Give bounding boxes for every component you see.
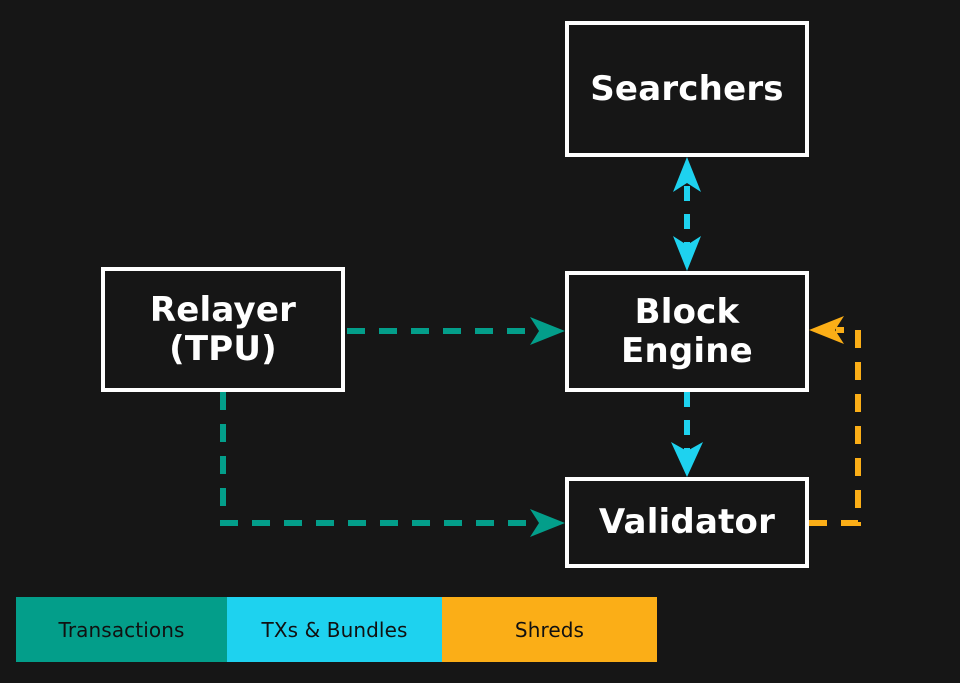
node-searchers-label: Searchers xyxy=(590,68,784,109)
node-validator[interactable]: Validator xyxy=(565,477,809,568)
edge-shaft xyxy=(809,327,861,526)
node-searchers[interactable]: Searchers xyxy=(565,21,809,157)
node-relayer[interactable]: Relayer (TPU) xyxy=(101,267,345,392)
edge-relayer-validator xyxy=(220,392,565,537)
arrowhead-down-icon xyxy=(673,236,701,271)
legend-item-shreds: Shreds xyxy=(442,597,657,662)
arrowhead-left-icon xyxy=(809,316,844,344)
edge-relayer-block-engine xyxy=(347,317,565,345)
edge-block-engine-validator xyxy=(671,392,703,477)
arrowhead-down-icon xyxy=(671,442,703,477)
legend-item-shreds-label: Shreds xyxy=(514,617,585,642)
node-validator-label: Validator xyxy=(598,502,776,543)
legend-item-transactions: Transactions xyxy=(16,597,227,662)
node-relayer-label: Relayer (TPU) xyxy=(149,290,297,369)
legend-item-txs-bundles-label: TXs & Bundles xyxy=(261,617,408,642)
legend-item-transactions-label: Transactions xyxy=(58,617,185,642)
arrowhead-up-icon xyxy=(673,157,701,192)
legend: Transactions TXs & Bundles Shreds xyxy=(16,597,657,662)
node-block-engine-label: Block Engine xyxy=(621,292,753,371)
edge-shaft xyxy=(220,392,540,526)
edge-validator-block-engine xyxy=(809,316,861,526)
arrowhead-right-icon xyxy=(530,509,565,537)
legend-item-txs-bundles: TXs & Bundles xyxy=(227,597,442,662)
node-block-engine[interactable]: Block Engine xyxy=(565,271,809,392)
edge-searchers-block-engine xyxy=(673,157,701,271)
arrowhead-right-icon xyxy=(530,317,565,345)
